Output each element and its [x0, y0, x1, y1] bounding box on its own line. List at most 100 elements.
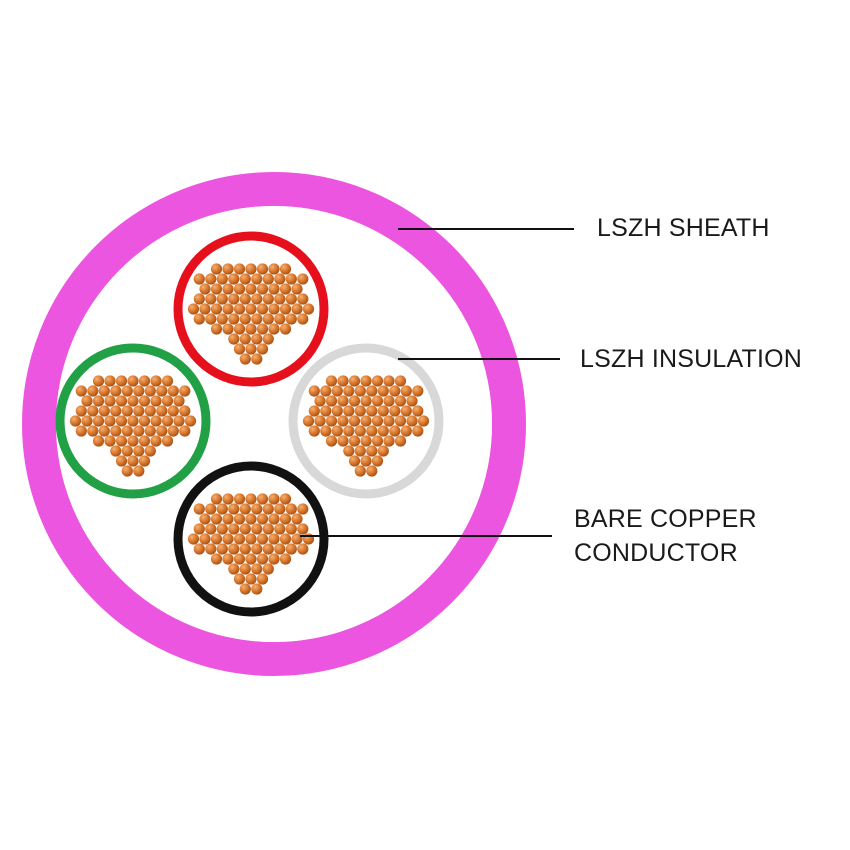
copper-strand: [104, 435, 116, 447]
copper-strand: [285, 313, 297, 325]
label-lszh-insulation: LSZH INSULATION: [580, 345, 803, 373]
copper-strand: [239, 353, 251, 365]
copper-strand: [222, 323, 234, 335]
copper-strand: [121, 385, 133, 397]
copper-strand: [400, 425, 412, 437]
copper-strand: [115, 415, 128, 427]
copper-strand: [245, 303, 257, 315]
copper-strand: [205, 293, 217, 305]
copper-strand: [371, 395, 384, 407]
copper-strand: [251, 563, 263, 575]
copper-strand: [377, 405, 389, 417]
copper-strand: [222, 553, 234, 565]
copper-strand: [251, 523, 263, 535]
copper-strand: [325, 415, 338, 427]
copper-strand: [245, 263, 257, 275]
core-grey: [288, 343, 444, 499]
copper-strand: [377, 445, 389, 457]
copper-strand: [127, 375, 139, 387]
copper-strand: [239, 333, 251, 345]
copper-strand: [279, 323, 292, 335]
copper-strand: [308, 405, 320, 417]
copper-strand: [222, 513, 234, 525]
copper-strand: [343, 425, 355, 437]
copper-strand: [251, 543, 263, 555]
copper-strand: [199, 283, 211, 295]
copper-strand: [144, 445, 156, 457]
copper-strand: [115, 395, 128, 407]
copper-strand: [262, 503, 274, 515]
copper-strand: [285, 543, 297, 555]
copper-strand: [156, 405, 168, 417]
copper-strand: [87, 385, 99, 397]
copper-strand: [173, 415, 185, 427]
copper-strand: [150, 375, 162, 387]
copper-strand: [133, 465, 145, 477]
copper-strand: [337, 415, 349, 427]
copper-strand: [245, 573, 257, 585]
copper-strand: [98, 425, 110, 437]
copper-strand: [360, 395, 372, 407]
copper-strand: [268, 493, 280, 505]
copper-strand: [193, 503, 205, 515]
copper-strand: [187, 303, 200, 315]
copper-strand: [121, 445, 133, 457]
copper-strand: [104, 395, 116, 407]
copper-strand: [75, 405, 87, 417]
copper-strand: [348, 395, 361, 407]
copper-strand: [314, 415, 326, 427]
copper-strand: [320, 425, 332, 437]
copper-strand: [239, 313, 251, 325]
copper-strand: [406, 415, 418, 427]
copper-strand: [331, 385, 343, 397]
copper-strand: [279, 533, 292, 545]
copper-strand: [87, 405, 99, 417]
copper-strand: [314, 395, 326, 407]
label-bare-copper-conductor: BARE COPPER CONDUCTOR: [574, 502, 757, 570]
copper-strand: [216, 293, 228, 305]
copper-strand: [343, 445, 355, 457]
copper-strand: [394, 395, 407, 407]
copper-strand: [412, 425, 424, 437]
copper-strand: [210, 303, 223, 315]
copper-strand: [256, 343, 269, 355]
copper-strand: [150, 395, 162, 407]
copper-strand: [389, 385, 401, 397]
copper-strand: [239, 503, 251, 515]
copper-strand: [354, 425, 366, 437]
copper-strand: [262, 313, 274, 325]
copper-strand: [228, 563, 240, 575]
copper-strand: [92, 435, 105, 447]
copper-strand: [179, 425, 191, 437]
copper-strand: [216, 523, 228, 535]
copper-strand: [222, 533, 234, 545]
copper-strand: [138, 375, 151, 387]
copper-strand: [121, 465, 133, 477]
label-conductor-line1: BARE COPPER: [574, 505, 757, 533]
copper-strand: [256, 553, 269, 565]
copper-strand: [150, 415, 162, 427]
copper-strand: [320, 405, 332, 417]
copper-strand: [256, 513, 269, 525]
copper-strand: [268, 513, 280, 525]
copper-strand: [360, 375, 372, 387]
copper-strand: [233, 573, 246, 585]
copper-strand: [98, 385, 110, 397]
copper-strand: [233, 493, 246, 505]
copper-strand: [161, 375, 174, 387]
copper-strand: [233, 303, 246, 315]
copper-strand: [222, 283, 234, 295]
copper-strand: [228, 293, 240, 305]
copper-strand: [400, 385, 412, 397]
copper-strand: [297, 523, 309, 535]
copper-strand: [216, 543, 228, 555]
copper-strand: [222, 303, 234, 315]
copper-strand: [110, 425, 122, 437]
copper-strand: [251, 353, 263, 365]
copper-strand: [354, 385, 366, 397]
copper-strand: [297, 313, 309, 325]
copper-strand: [268, 533, 280, 545]
copper-strand: [133, 445, 145, 457]
copper-strand: [279, 493, 292, 505]
